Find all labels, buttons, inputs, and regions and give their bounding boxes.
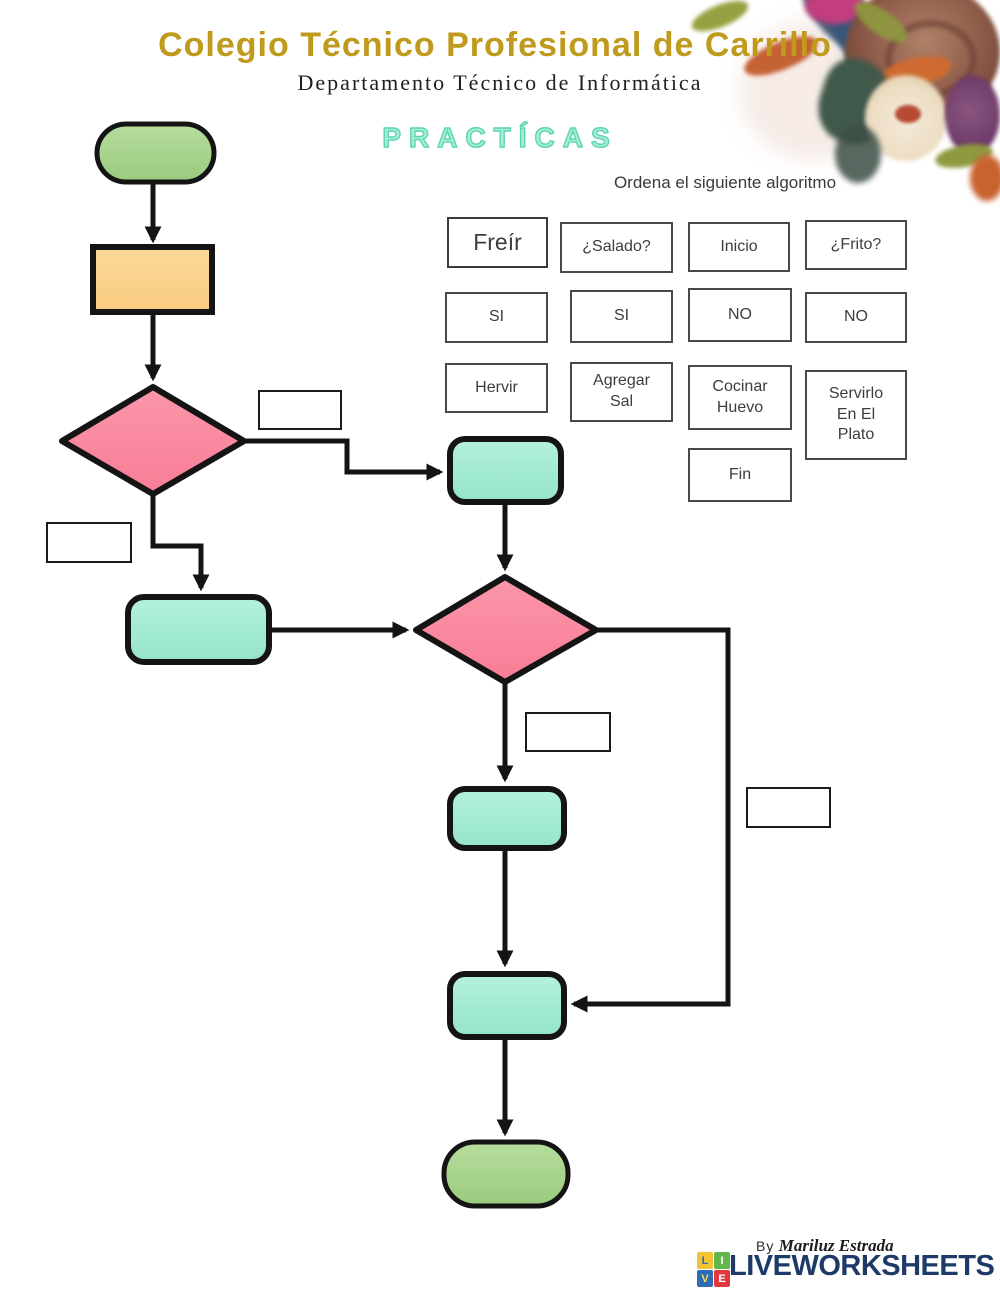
- edge-decision1-down-left: [150, 491, 210, 592]
- logo-letter-l: L: [697, 1252, 713, 1269]
- end-terminator[interactable]: [441, 1139, 571, 1209]
- edge-decision2-loop-right: [570, 627, 731, 1013]
- word-card-si-1[interactable]: SI: [445, 292, 548, 343]
- practice-heading: PRACTÍCAS: [382, 121, 618, 153]
- start-terminator[interactable]: [94, 121, 217, 185]
- answer-slot-2[interactable]: [46, 522, 132, 563]
- word-card-si-2[interactable]: SI: [570, 290, 673, 343]
- decision-1[interactable]: [59, 384, 247, 497]
- instruction-text: Ordena el siguiente algoritmo: [613, 173, 837, 192]
- word-card-freir[interactable]: Freír: [447, 217, 548, 268]
- liveworksheets-wordmark: LIVEWORKSHEETS: [729, 1250, 995, 1282]
- process-box[interactable]: [90, 244, 215, 315]
- step-merge[interactable]: [447, 971, 567, 1040]
- answer-slot-4[interactable]: [746, 787, 831, 828]
- decision-2[interactable]: [413, 574, 599, 685]
- school-title: Colegio Técnico Profesional de Carrillo: [158, 26, 832, 64]
- byline: By Mariluz Estrada: [756, 1236, 894, 1256]
- word-card-salado[interactable]: ¿Salado?: [560, 222, 673, 273]
- word-card-agregar-sal[interactable]: Agregar Sal: [570, 362, 673, 422]
- step-left-branch[interactable]: [125, 594, 272, 665]
- word-card-hervir[interactable]: Hervir: [445, 363, 548, 413]
- edge-decision1-right: [242, 438, 444, 481]
- byline-prefix: By: [756, 1238, 775, 1254]
- logo-letter-e: E: [714, 1270, 730, 1287]
- word-card-no-2[interactable]: NO: [805, 292, 907, 343]
- byline-author: Mariluz Estrada: [778, 1236, 894, 1255]
- step-below-decision-2[interactable]: [447, 786, 567, 851]
- answer-slot-1[interactable]: [258, 390, 342, 430]
- step-after-decision-1[interactable]: [447, 436, 564, 505]
- word-card-frito[interactable]: ¿Frito?: [805, 220, 907, 270]
- liveworksheets-logo-icon: L I V E: [697, 1252, 731, 1288]
- logo-letter-v: V: [697, 1270, 713, 1287]
- word-card-fin[interactable]: Fin: [688, 448, 792, 502]
- logo-letter-i: I: [714, 1252, 730, 1269]
- word-card-no-1[interactable]: NO: [688, 288, 792, 342]
- department-subtitle: Departamento Técnico de Informática: [297, 70, 703, 95]
- answer-slot-3[interactable]: [525, 712, 611, 752]
- word-card-servirlo[interactable]: Servirlo En El Plato: [805, 370, 907, 460]
- connector-group: [144, 183, 731, 1137]
- word-card-inicio[interactable]: Inicio: [688, 222, 790, 272]
- word-card-cocinar-huevo[interactable]: Cocinar Huevo: [688, 365, 792, 430]
